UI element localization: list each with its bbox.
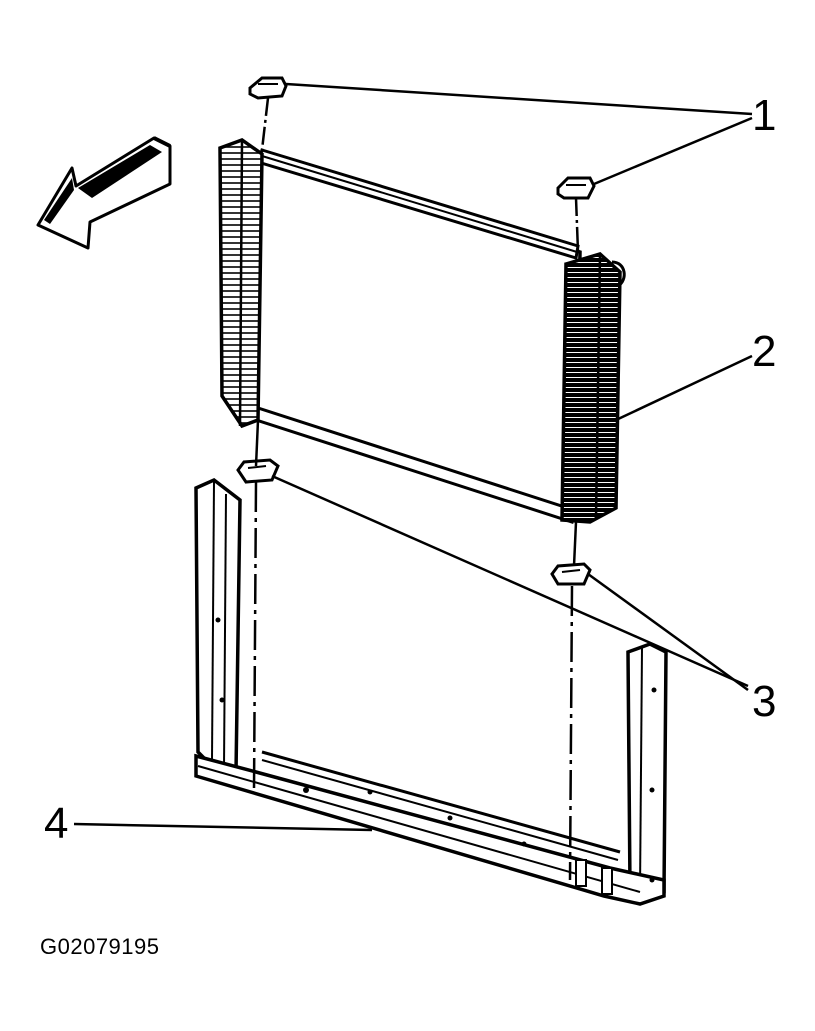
leader-lines [73,82,753,832]
callout-2-radiator: 2 [752,327,777,376]
lower-insulator-left [236,458,280,484]
lower-insulator-right [550,562,592,586]
callout-3-lower-insulators: 3 [752,677,777,726]
alignment-lines [252,97,580,881]
radiator-lower-support [194,477,668,906]
upper-insulator-left [248,76,288,100]
callout-1-upper-insulators: 1 [752,91,777,140]
front-direction-arrow-icon [36,136,172,250]
callout-4-lower-support: 4 [44,799,69,848]
figure-code: G02079195 [40,934,160,959]
radiator [218,138,626,524]
upper-insulator-right [556,176,596,200]
